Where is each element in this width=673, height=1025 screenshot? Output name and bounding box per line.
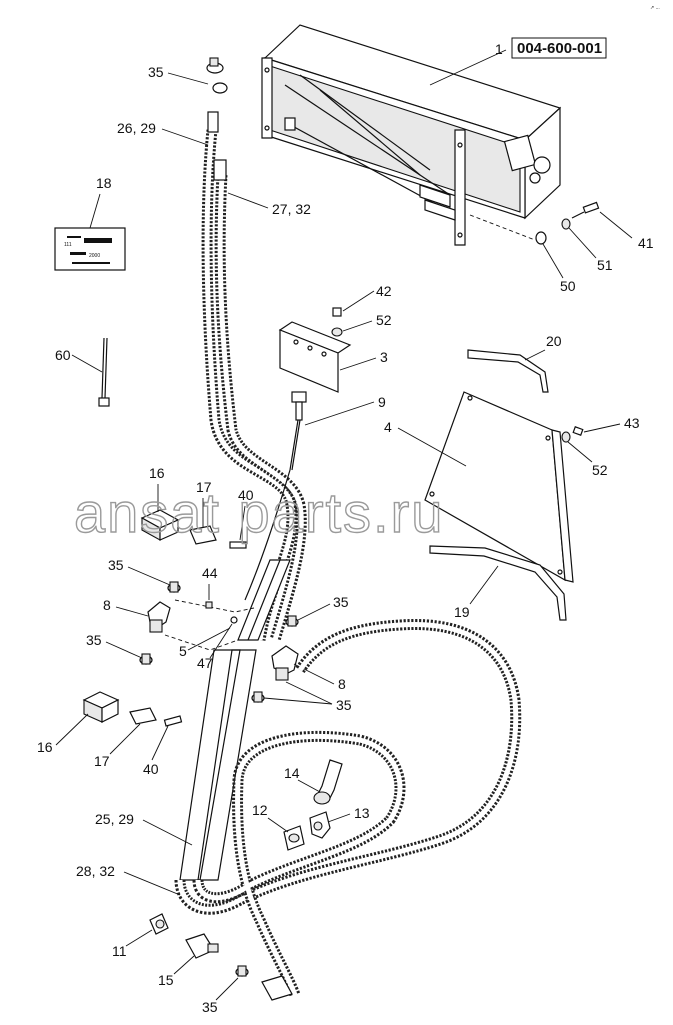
callout-51: 51 [597,257,613,273]
callout-17-upper: 17 [196,479,212,495]
callout-11: 11 [112,943,127,959]
washer-52-right [561,431,571,443]
hose-end-fitting [261,975,293,1001]
callout-3: 3 [380,349,388,365]
hose-clamp-35-top [206,57,228,94]
callout-50: 50 [560,278,576,294]
callout-16-lower: 16 [37,739,53,755]
callout-14: 14 [284,765,300,781]
callout-43: 43 [624,415,640,431]
callout-25-29: 25, 29 [95,811,134,827]
plate-4 [424,391,574,583]
part-number: 004-600-001 [517,40,602,57]
nut-44 [205,601,213,609]
callout-40-upper: 40 [238,487,254,503]
callout-40-lower: 40 [143,761,159,777]
bolt-40-upper [229,541,247,549]
lock-washer-51 [561,218,571,230]
heater-hoses-upper [201,111,307,642]
hose-clamp-35-right-lower [251,691,265,703]
callout-5: 5 [179,643,187,659]
callout-17-lower: 17 [94,753,110,769]
callout-4: 4 [384,419,392,435]
callout-35-left-lower: 35 [86,632,102,648]
hose-clamp-35-left-lower [139,653,153,665]
svg-text:111: 111 [64,242,72,248]
valve-8-lower [271,645,299,681]
elbow-fitting-14 [313,759,343,805]
callout-35-right-lower: 35 [336,697,352,713]
heater-box [261,24,562,246]
callout-9: 9 [378,394,386,410]
bracket-3 [278,321,352,393]
bolt-40-lower [163,715,183,727]
callout-44: 44 [202,565,218,581]
callout-26-29: 26, 29 [117,120,156,136]
rod-19 [429,545,567,621]
callout-28-32: 28, 32 [76,863,115,879]
hose-clamp-35-bottom [235,965,249,977]
valve-8-upper [147,601,171,633]
callout-20: 20 [546,333,562,349]
rod-20 [467,349,549,393]
hose-clamp-35-left-upper [167,581,181,593]
bolt-41 [571,201,600,219]
callout-19: 19 [454,604,470,620]
decal-18: 111 2000 [54,227,126,271]
callout-35-right-upper: 35 [333,594,349,610]
washer-50 [535,231,547,245]
callout-42: 42 [376,283,392,299]
callout-13: 13 [354,805,370,821]
watermark: ansat parts.ru [74,481,444,544]
callout-1: 1 [495,41,503,57]
callout-18: 18 [96,175,112,191]
heater-hoses-lower [174,618,522,997]
control-cable-9 [244,391,307,601]
reducer-12 [283,825,305,851]
corner-mark: ↗ ... [650,5,660,11]
connector-47 [230,616,238,624]
callout-27-32: 27, 32 [272,201,311,217]
cable-tie-60 [98,337,110,407]
callout-8-upper: 8 [103,597,111,613]
elbow-13 [309,811,331,839]
washer-52-top [331,327,343,337]
screw-42 [332,307,342,317]
callout-16-upper: 16 [149,465,165,481]
callout-35-bottom: 35 [202,999,218,1015]
callout-52-top: 52 [376,312,392,328]
callout-52-right: 52 [592,462,608,478]
callout-12: 12 [252,802,268,818]
clamp-plate-17-lower [129,707,157,725]
hose-clamp-35-right-upper [285,615,299,627]
pipe-section-5 [237,559,291,641]
clamp-block-16-lower [82,691,120,723]
callout-60: 60 [55,347,71,363]
svg-text:2000: 2000 [89,253,100,259]
screw-43 [572,426,584,436]
callout-47: 47 [197,655,213,671]
callout-35-top: 35 [148,64,164,80]
valve-15 [185,933,219,959]
callout-41: 41 [638,235,654,251]
part-number-box [511,37,607,59]
fitting-11 [149,913,169,935]
callout-15: 15 [158,972,174,988]
callout-35-left-upper: 35 [108,557,124,573]
clamp-block-16-upper [140,509,180,541]
callout-8-lower: 8 [338,676,346,692]
